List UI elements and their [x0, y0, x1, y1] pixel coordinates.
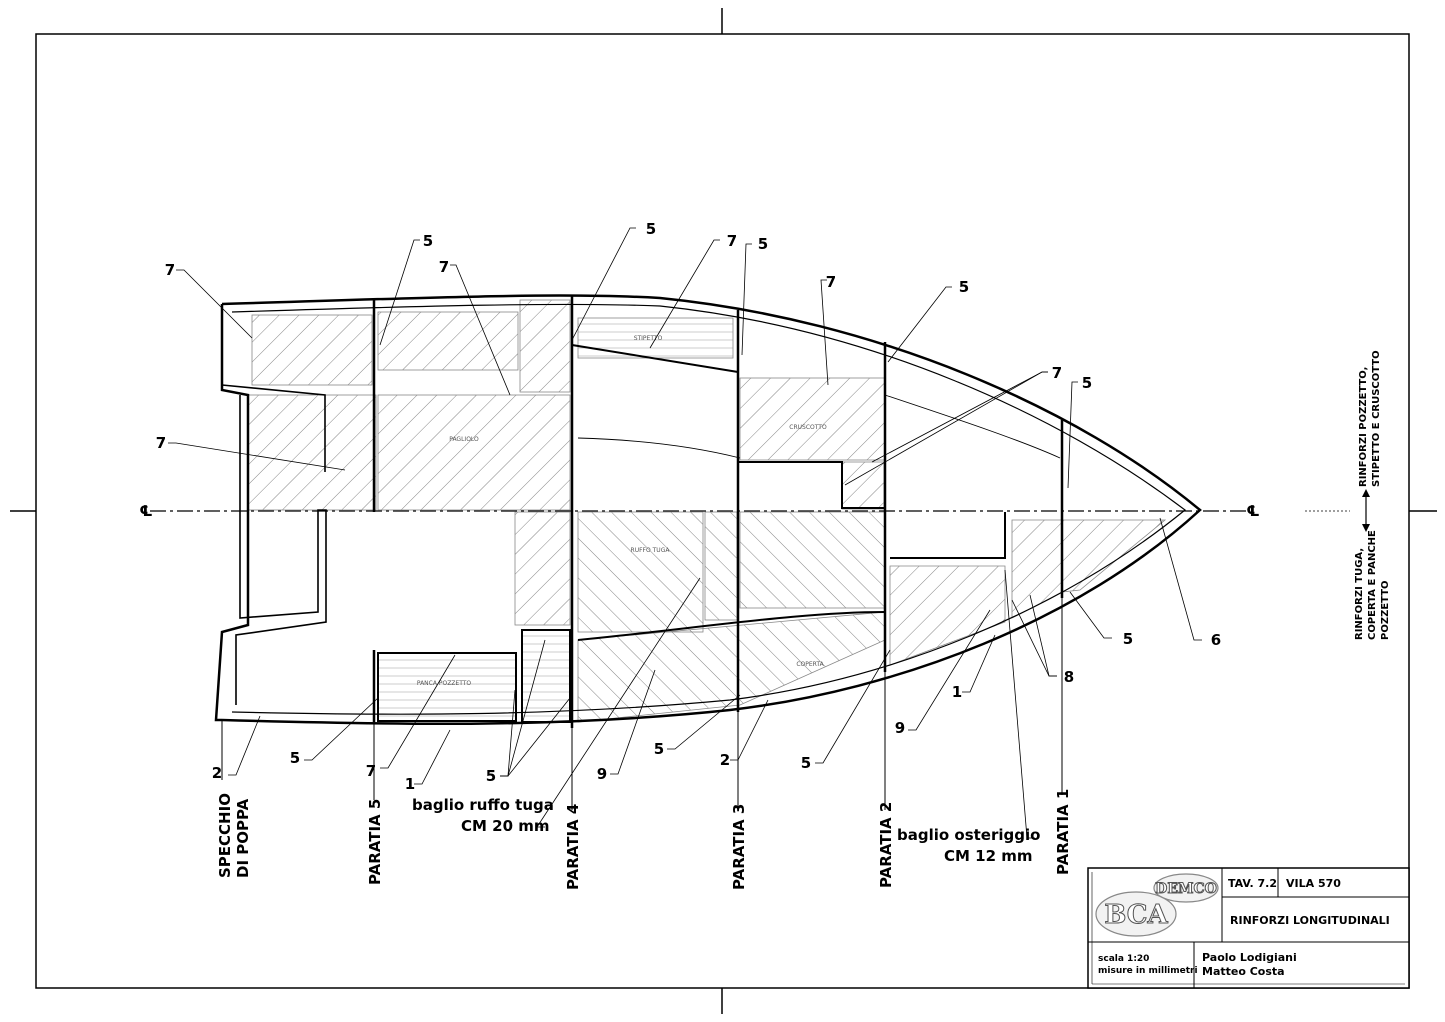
label-paratia-4: PARATIA 4 — [564, 804, 582, 890]
author-2: Matteo Costa — [1202, 965, 1285, 978]
callout: 2 — [720, 751, 730, 769]
label-di-poppa: DI POPPA — [234, 798, 252, 878]
callouts-bottom: 2 5 7 1 5 9 5 2 5 9 1 8 5 6 — [212, 630, 1221, 793]
label-panca-pozzetto: PANCA POZZETTO — [417, 680, 472, 687]
callout: 7 — [156, 434, 166, 452]
side-note-bottom-1: RINFORZI TUGA, — [1354, 548, 1365, 640]
label-paratia-5: PARATIA 5 — [366, 799, 384, 885]
drawing-title: RINFORZI LONGITUDINALI — [1230, 914, 1390, 927]
note-osteriggio-cm: CM 12 mm — [944, 847, 1033, 865]
callout: 5 — [423, 232, 433, 250]
bulkhead-labels: SPECCHIO DI POPPA PARATIA 5 PARATIA 4 PA… — [216, 789, 1072, 890]
callout: 1 — [405, 775, 415, 793]
side-notes: RINFORZI POZZETTO, STIPETTO E CRUSCOTTO … — [1354, 350, 1391, 640]
centerline-symbol-right: ℄ — [1246, 502, 1259, 520]
hull-outline — [214, 294, 1202, 726]
side-note-bottom-2: COPERTA E PANCHE — [1367, 530, 1378, 640]
sheet-frame — [10, 8, 1437, 1014]
label-coperta: COPERTA — [796, 661, 824, 668]
units: misure in millimetri — [1098, 966, 1198, 976]
side-note-top-2: STIPETTO E CRUSCOTTO — [1371, 350, 1382, 487]
label-ruffo-tuga: RUFFO TUGA — [631, 547, 671, 554]
label-cruscotto: CRUSCOTTO — [789, 424, 827, 431]
hatched-panels — [247, 299, 1167, 723]
callout: 9 — [597, 765, 607, 783]
callout: 7 — [826, 273, 836, 291]
note-baglio-ruffo: baglio ruffo tuga — [412, 796, 554, 814]
callout: 5 — [801, 754, 811, 772]
callout: 5 — [1082, 374, 1092, 392]
callout: 5 — [654, 740, 664, 758]
callout: 5 — [959, 278, 969, 296]
callout: 5 — [758, 235, 768, 253]
callout: 1 — [952, 683, 962, 701]
callout: 7 — [439, 258, 449, 276]
callout: 8 — [1064, 668, 1074, 686]
sheet-number: TAV. 7.2 — [1228, 877, 1277, 890]
callout: 7 — [1052, 364, 1062, 382]
centerline-symbol-left: ℄ — [139, 502, 152, 520]
project-name: VILA 570 — [1286, 877, 1341, 890]
callout: 7 — [727, 232, 737, 250]
side-note-top-1: RINFORZI POZZETTO, — [1358, 367, 1369, 487]
label-paratia-1: PARATIA 1 — [1054, 789, 1072, 875]
note-ruffo-cm: CM 20 mm — [461, 817, 550, 835]
callouts-top: 7 5 7 7 5 7 5 7 5 5 7 7 — [156, 220, 1092, 452]
label-stipetto: STIPETTO — [634, 335, 663, 342]
callout: 5 — [646, 220, 656, 238]
label-paratia-2: PARATIA 2 — [877, 802, 895, 888]
leader-lines — [168, 227, 1202, 839]
callout: 5 — [486, 767, 496, 785]
callout: 7 — [165, 261, 175, 279]
label-pagliolo: PAGLIOLO — [449, 436, 479, 443]
title-block: DEMCO BCA TAV. 7.2 VILA 570 RINFORZI LON… — [1087, 867, 1410, 989]
beam-notes: baglio ruffo tuga CM 20 mm baglio osteri… — [412, 796, 1040, 865]
callout: 7 — [366, 762, 376, 780]
note-baglio-osteriggio: baglio osteriggio — [897, 826, 1040, 844]
callout: 5 — [1123, 630, 1133, 648]
bulkhead-lines — [221, 296, 1064, 810]
centerline: ℄ ℄ — [139, 502, 1350, 520]
callout: 6 — [1211, 631, 1221, 649]
logo-bca: BCA — [1104, 900, 1168, 930]
author-1: Paolo Lodigiani — [1202, 951, 1297, 964]
label-paratia-3: PARATIA 3 — [730, 804, 748, 890]
bca-demco-logo: DEMCO BCA — [1095, 873, 1219, 937]
side-note-bottom-3: POZZETTO — [1380, 580, 1391, 640]
callout: 2 — [212, 764, 222, 782]
scale: scala 1:20 — [1098, 954, 1149, 964]
panel-labels: STIPETTO PAGLIOLO CRUSCOTTO RUFFO TUGA C… — [417, 335, 827, 687]
logo-demco: DEMCO — [1155, 881, 1217, 897]
callout: 5 — [290, 749, 300, 767]
label-specchio: SPECCHIO — [216, 793, 234, 878]
callout: 9 — [895, 719, 905, 737]
